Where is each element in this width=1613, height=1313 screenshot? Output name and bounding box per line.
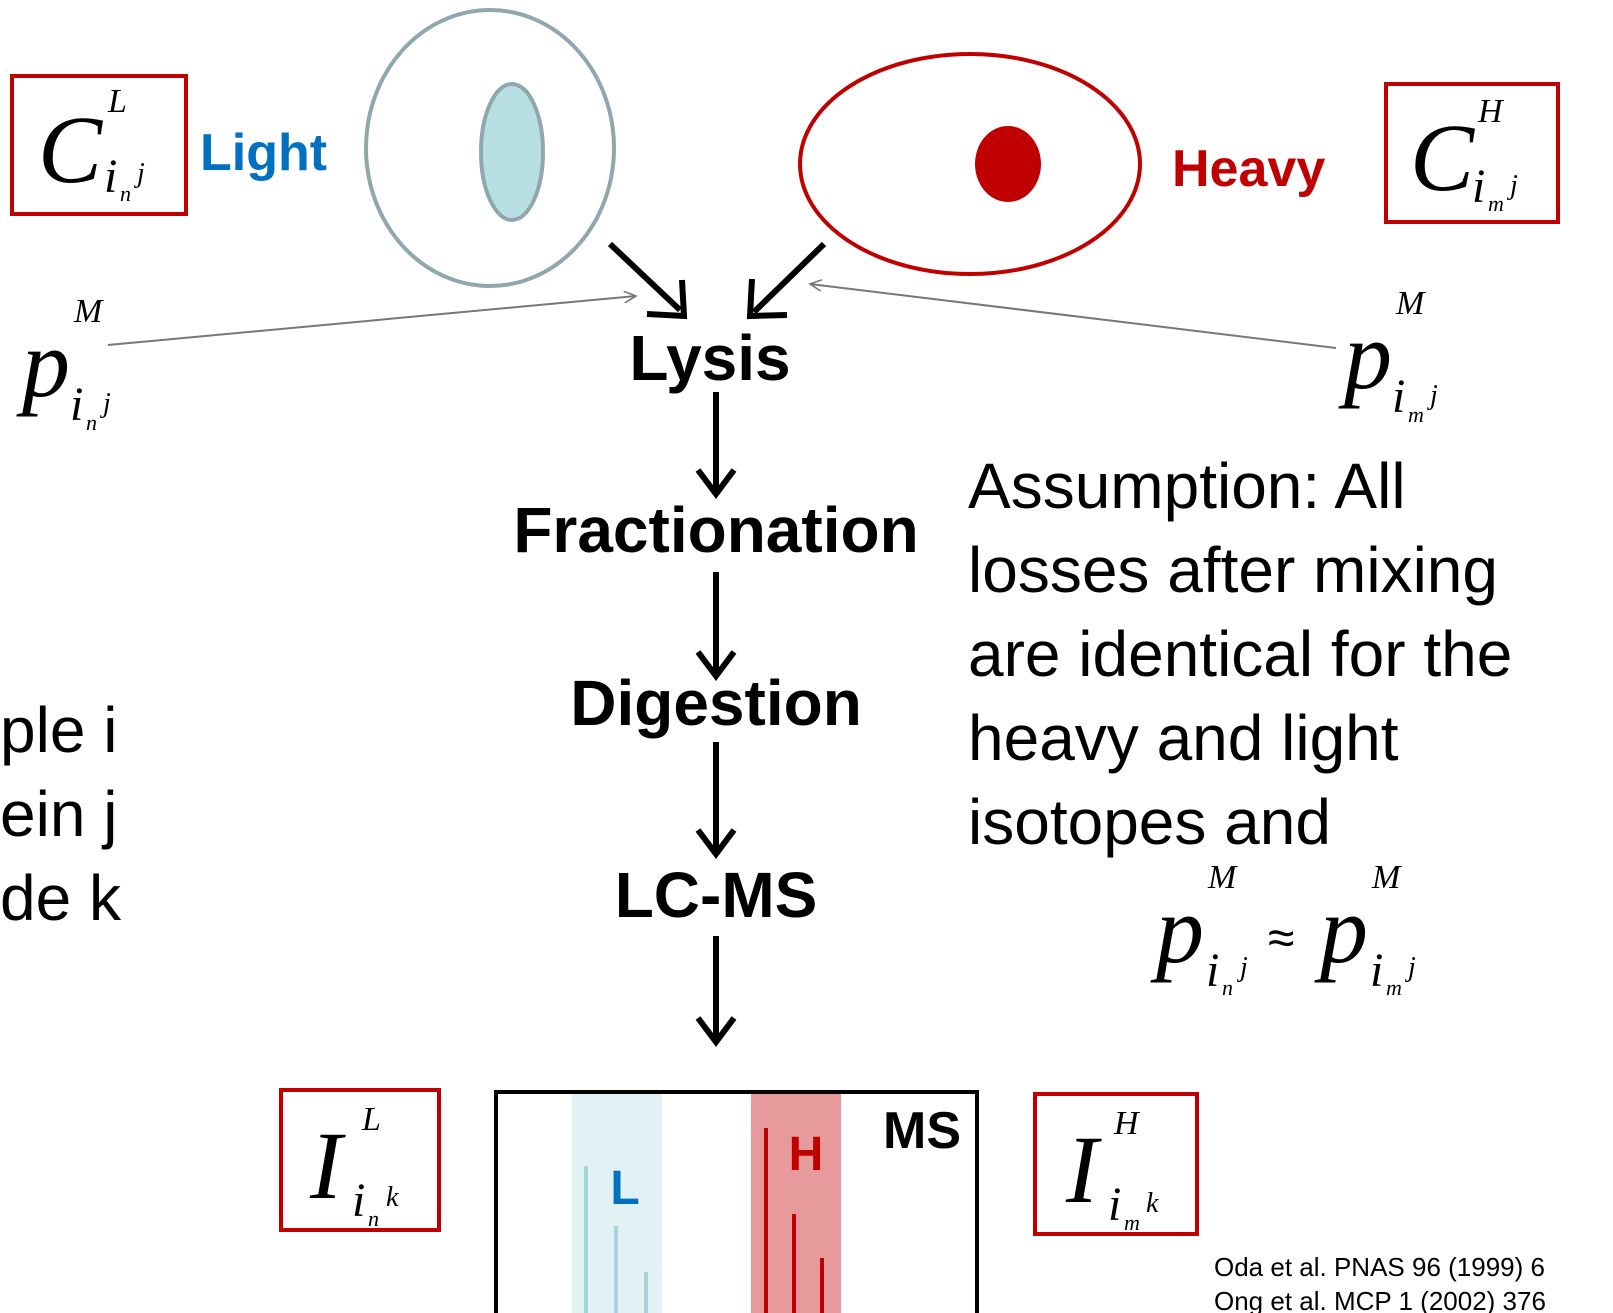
heavy-cell [798, 52, 1142, 276]
i-heavy-sub-k: k [1146, 1188, 1159, 1219]
p-light-pointer [107, 296, 636, 346]
legend-line-3: de k [0, 862, 122, 934]
ms-light-label: L [610, 1162, 639, 1215]
c-light-sup: L [107, 83, 127, 120]
p-light-sub-n: n [86, 410, 97, 435]
i-light-sup: L [361, 1101, 381, 1138]
step-lc-ms: LC-MS [615, 859, 818, 931]
arrow-lcms-ms [695, 936, 737, 1047]
c-light-sub-i: i [104, 150, 117, 203]
step-fractionation: Fractionation [513, 494, 918, 566]
approx-equation: p M i n j ≈ p M i m j [1150, 859, 1416, 1000]
c-heavy-symbol: C [1410, 104, 1475, 211]
heavy-label: Heavy [1172, 140, 1325, 198]
assumption-line-4: heavy and light [968, 702, 1399, 774]
svg-text:M: M [1371, 859, 1402, 896]
i-light-box [279, 1088, 441, 1232]
ms-frame [494, 1090, 979, 1313]
i-light-symbol: I [309, 1112, 346, 1219]
assumption-line-3: are identical for the [968, 618, 1512, 690]
i-light-sub-i: i [352, 1174, 365, 1227]
svg-text:j: j [1237, 952, 1248, 983]
c-light-sub-j: j [134, 158, 145, 189]
i-heavy-symbol: I [1065, 1116, 1102, 1223]
c-light-box [10, 74, 188, 216]
i-heavy-box [1033, 1092, 1199, 1236]
svg-text:i: i [1206, 944, 1219, 997]
p-heavy-sup: M [1395, 285, 1426, 322]
i-light-sub-k: k [386, 1182, 399, 1213]
ms-heavy-label: H [789, 1128, 824, 1181]
c-heavy-sub-j: j [1507, 170, 1518, 201]
legend-line-1: ple i [0, 694, 117, 766]
i-heavy-sub-i: i [1108, 1178, 1121, 1231]
svg-text:m: m [1386, 975, 1402, 1000]
c-heavy-sub-i: i [1472, 160, 1485, 213]
light-label: Light [200, 124, 327, 182]
p-heavy-sub-m: m [1408, 402, 1424, 427]
c-light-symbol: C [38, 96, 103, 203]
assumption-line-1: Assumption: All [968, 450, 1406, 522]
mixing-arrow-right [746, 241, 827, 320]
p-heavy-sub-i: i [1392, 370, 1405, 423]
light-cell [364, 8, 616, 288]
heavy-nucleus [975, 126, 1041, 202]
ms-spectrum: MS L H [494, 1090, 979, 1313]
svg-text:p: p [1314, 876, 1368, 983]
c-heavy-sub-m: m [1488, 191, 1504, 216]
reference-1: Oda et al. PNAS 96 (1999) 6 [1214, 1252, 1545, 1282]
p-light-sup: M [73, 293, 104, 330]
c-heavy-box [1384, 82, 1560, 224]
assumption-text: Assumption: All losses after mixing are … [968, 450, 1530, 858]
i-light-sub-n: n [368, 1206, 379, 1231]
step-lysis: Lysis [629, 322, 790, 394]
light-nucleus [479, 82, 545, 222]
svg-text:p: p [1150, 876, 1204, 983]
c-light-sub-n: n [120, 181, 131, 206]
svg-text:i: i [1370, 944, 1383, 997]
svg-text:M: M [1207, 859, 1238, 896]
i-heavy-sub-m: m [1124, 1210, 1140, 1235]
reference-2: Ong et al. MCP 1 (2002) 376 [1214, 1286, 1546, 1313]
svg-text:j: j [1405, 952, 1416, 983]
svg-text:n: n [1222, 975, 1233, 1000]
arrow-fractionation-digestion [695, 572, 737, 681]
assumption-line-2: losses after mixing [968, 534, 1498, 606]
p-heavy-pointer [810, 284, 1337, 349]
mixing-arrow-left [607, 241, 688, 320]
legend-line-2: ein j [0, 778, 117, 850]
p-light-symbol: p [16, 310, 70, 417]
c-heavy-sup: H [1477, 93, 1505, 130]
left-legend: ple i ein j de k [0, 694, 135, 934]
ms-label: MS [883, 1102, 961, 1160]
p-heavy-sub-j: j [1427, 380, 1438, 411]
assumption-line-5: isotopes and [968, 786, 1331, 858]
p-light-sub-i: i [70, 378, 83, 431]
p-heavy-symbol: p [1338, 302, 1392, 409]
p-light-sub-j: j [100, 388, 111, 419]
arrow-lysis-fractionation [695, 392, 737, 499]
i-heavy-sup: H [1113, 1105, 1141, 1142]
svg-text:≈: ≈ [1268, 912, 1294, 965]
arrow-digestion-lcms [695, 742, 737, 859]
